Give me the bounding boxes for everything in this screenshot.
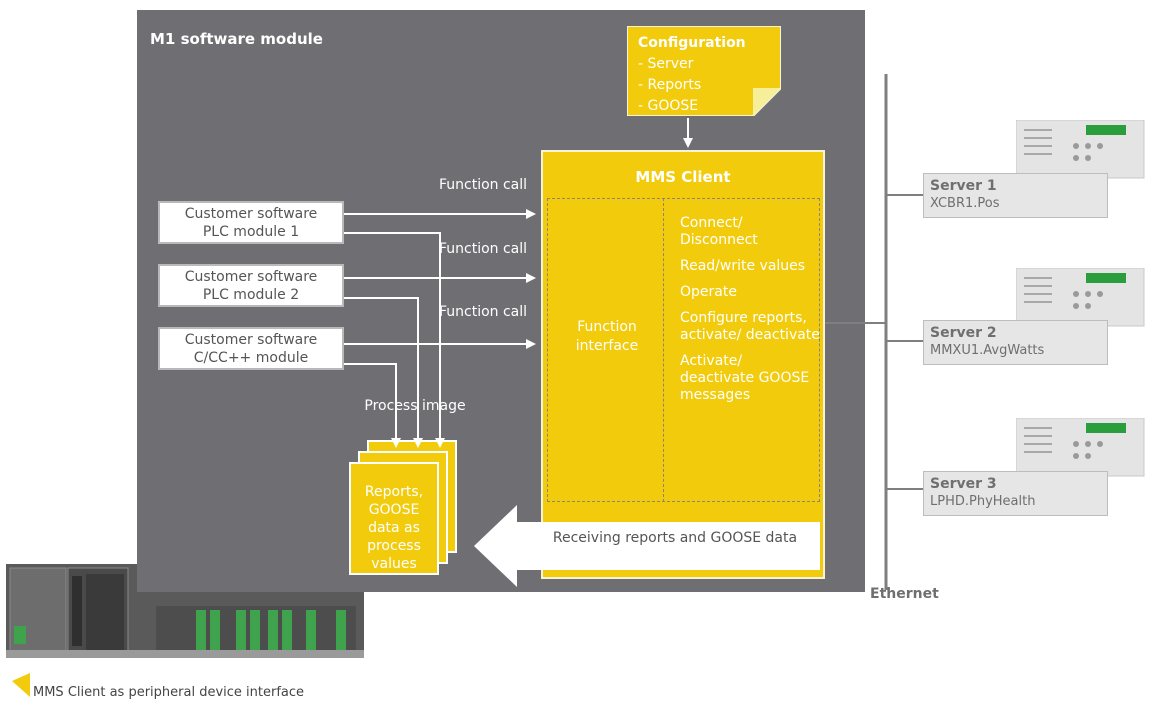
process-image-arrow xyxy=(344,297,423,448)
server-box-2: Server 2 MMXU1.AvgWatts xyxy=(923,320,1108,365)
customer-module-line: C/CC++ module xyxy=(193,350,309,366)
configuration-note xyxy=(627,26,781,116)
function-item: Configure reports, activate/ deactivate xyxy=(680,310,820,343)
configuration-item: - GOOSE xyxy=(638,98,699,114)
mms-client-box xyxy=(541,150,825,579)
function-interface-divider xyxy=(663,198,664,502)
process-image-arrow xyxy=(344,363,401,448)
customer-module-plc-2: Customer software PLC module 2 xyxy=(158,264,344,307)
function-call-label: Function call xyxy=(438,177,528,193)
receiving-data-arrow xyxy=(474,505,820,587)
customer-module-line: Customer software xyxy=(184,206,318,222)
customer-module-line: PLC module 2 xyxy=(202,287,300,303)
server-value: XCBR1.Pos xyxy=(930,196,1000,211)
function-interface-frame xyxy=(547,198,820,502)
customer-module-line: PLC module 1 xyxy=(202,224,300,240)
server-device-3 xyxy=(1016,418,1145,477)
panel-title: M1 software module xyxy=(150,30,323,48)
function-item: Read/write values xyxy=(680,258,806,274)
server-name: Server 2 xyxy=(930,325,997,341)
mms-client-title: MMS Client xyxy=(635,168,731,186)
report-page-front xyxy=(349,462,439,575)
function-interface-label: Function interface xyxy=(575,319,639,354)
customer-module-line: Customer software xyxy=(184,269,318,285)
function-call-label: Function call xyxy=(438,304,528,320)
server-value: LPHD.PhyHealth xyxy=(930,494,1036,509)
server-value: MMXU1.AvgWatts xyxy=(930,343,1045,358)
server-box-1: Server 1 XCBR1.Pos xyxy=(923,173,1108,218)
process-image-arrow xyxy=(344,232,445,448)
server-device-2 xyxy=(1016,268,1145,327)
ethernet-label: Ethernet xyxy=(870,586,939,602)
function-item: Activate/ deactivate GOOSE messages xyxy=(680,353,810,403)
customer-module-plc-1: Customer software PLC module 1 xyxy=(158,201,344,244)
function-item: Operate xyxy=(680,284,737,300)
customer-module-line: Customer software xyxy=(184,332,318,348)
receiving-data-label: Receiving reports and GOOSE data xyxy=(552,530,798,546)
reports-stack-label: Reports, GOOSE data as process values xyxy=(364,484,424,572)
configuration-item: - Reports xyxy=(638,77,702,93)
function-list: Connect/ Disconnect Read/write values Op… xyxy=(680,215,820,413)
server-device-1 xyxy=(1016,120,1145,179)
customer-module-c-cpp: Customer software C/CC++ module xyxy=(158,327,344,370)
server-box-3: Server 3 LPHD.PhyHealth xyxy=(923,471,1108,516)
configuration-item: - Server xyxy=(638,56,694,72)
server-name: Server 3 xyxy=(930,476,997,492)
server-name: Server 1 xyxy=(930,178,997,194)
function-call-label: Function call xyxy=(438,241,528,257)
configuration-text: Configuration - Server - Reports - GOOSE xyxy=(638,33,746,117)
caption: MMS Client as peripheral device interfac… xyxy=(33,685,305,700)
function-item: Connect/ Disconnect xyxy=(680,215,758,248)
configuration-title: Configuration xyxy=(638,35,746,51)
yellow-triangle-icon xyxy=(12,673,30,697)
